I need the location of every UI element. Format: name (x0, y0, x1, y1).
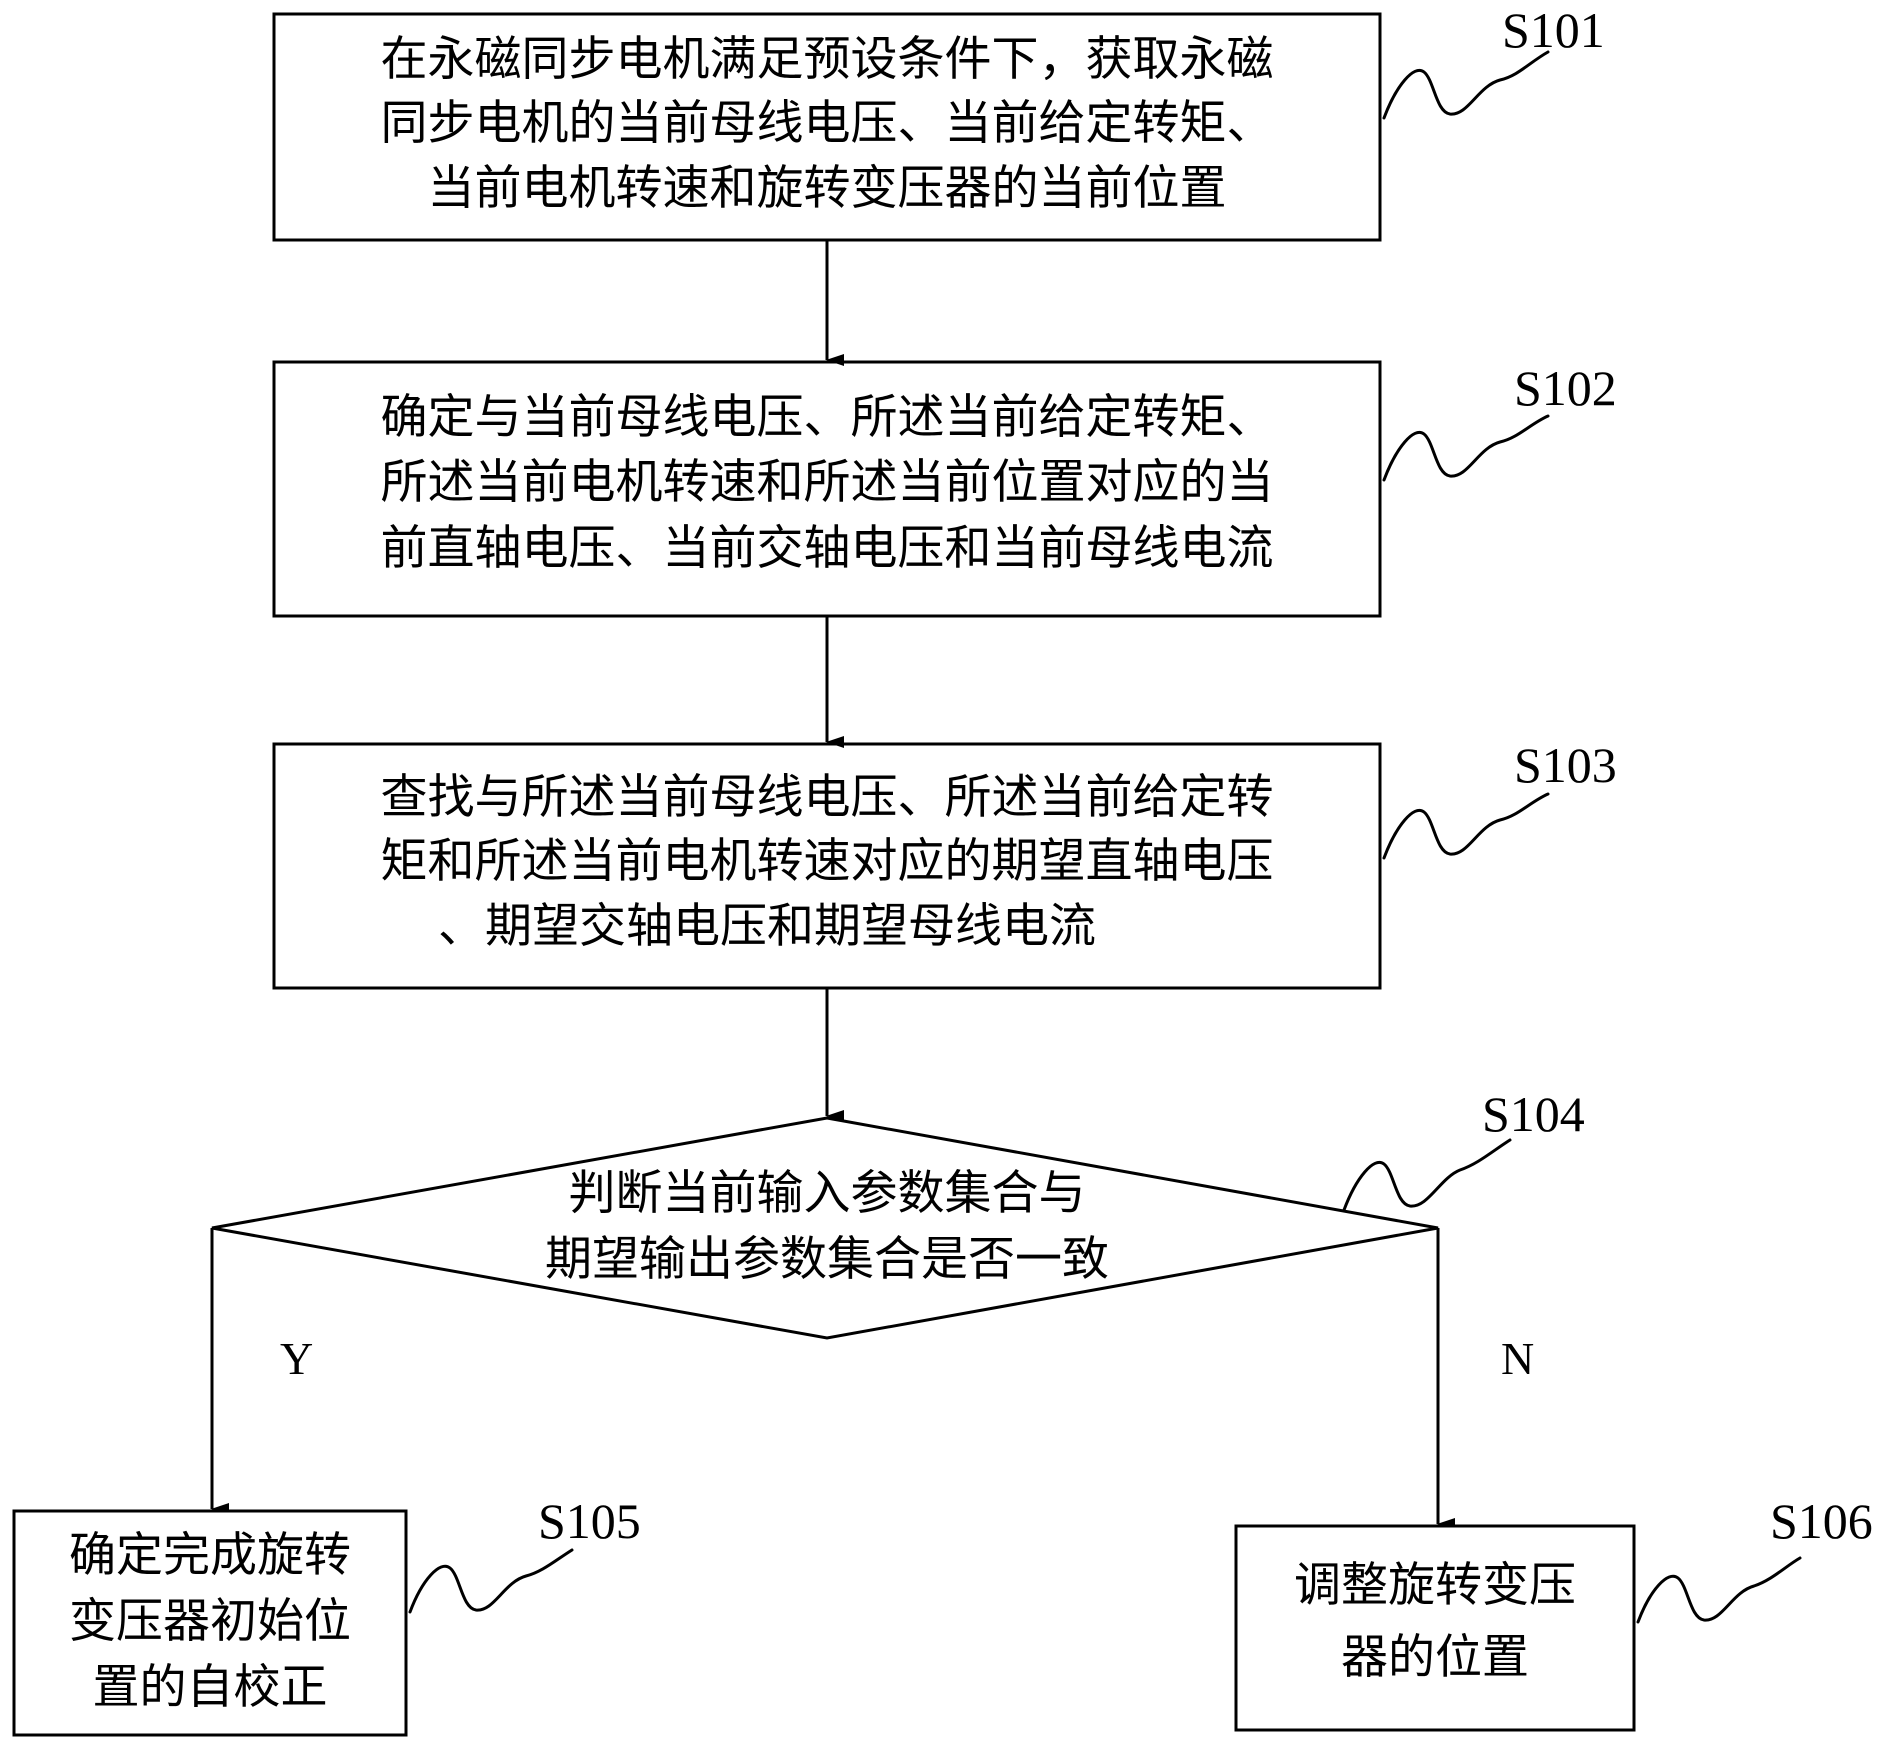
step-s106-line-1: 调整旋转变压 (1294, 1558, 1576, 1613)
branch-no-label: N (1501, 1333, 1534, 1384)
step-s101-label-connector (1382, 50, 1550, 120)
step-s105-line-3: 置的自校正 (93, 1660, 328, 1715)
step-s103-line-2: 矩和所述当前电机转速对应的期望直轴电压 (381, 834, 1274, 889)
step-s101-label: S101 (1502, 2, 1605, 58)
step-s104-line-1: 判断当前输入参数集合与 (569, 1166, 1086, 1221)
step-s102-line-2: 所述当前电机转速和所述当前位置对应的当 (381, 455, 1274, 510)
step-s102-line-1: 确定与当前母线电压、所述当前给定转矩、 (381, 390, 1274, 445)
step-s101-line-2: 同步电机的当前母线电压、当前给定转矩、 (381, 96, 1274, 151)
step-s105: 确定完成旋转 变压器初始位 置的自校正 (12, 1509, 408, 1737)
step-s106-line-2: 器的位置 (1341, 1630, 1529, 1685)
step-s105-line-1: 确定完成旋转 (69, 1528, 351, 1583)
step-s103: 查找与所述当前母线电压、所述当前给定转 矩和所述当前电机转速对应的期望直轴电压 … (272, 742, 1382, 990)
step-s102-label: S102 (1514, 360, 1617, 416)
step-s101: 在永磁同步电机满足预设条件下，获取永磁 同步电机的当前母线电压、当前给定转矩、 … (272, 12, 1382, 242)
branch-yes-label: Y (280, 1333, 313, 1384)
step-s106-label: S106 (1770, 1493, 1873, 1549)
step-s103-label-connector (1382, 792, 1550, 860)
step-s104-line-2: 期望输出参数集合是否一致 (545, 1232, 1109, 1287)
step-s105-box (12, 1509, 408, 1737)
step-s102-line-3: 前直轴电压、当前交轴电压和当前母线电流 (381, 521, 1274, 576)
step-s104-label-connector (1342, 1138, 1512, 1212)
step-s103-line-3: 、期望交轴电压和期望母线电流 (438, 899, 1096, 954)
step-s102: 确定与当前母线电压、所述当前给定转矩、 所述当前电机转速和所述当前位置对应的当 … (272, 360, 1382, 618)
step-s103-label: S103 (1514, 737, 1617, 793)
step-s102-box (272, 360, 1382, 618)
step-s101-line-3: 当前电机转速和旋转变压器的当前位置 (428, 161, 1227, 216)
step-s105-label: S105 (538, 1493, 641, 1549)
step-s102-label-connector (1382, 414, 1550, 482)
step-s104-label: S104 (1482, 1086, 1585, 1142)
step-s104: 判断当前输入参数集合与 期望输出参数集合是否一致 (211, 1116, 1439, 1340)
step-s104-diamond (211, 1116, 1439, 1340)
step-s101-line-1: 在永磁同步电机满足预设条件下，获取永磁 (381, 32, 1274, 87)
step-s101-box (272, 12, 1382, 242)
step-s106-label-connector (1636, 1556, 1802, 1624)
step-s106: 调整旋转变压 器的位置 (1234, 1524, 1636, 1732)
step-s105-line-2: 变压器初始位 (69, 1594, 351, 1649)
step-s103-line-1: 查找与所述当前母线电压、所述当前给定转 (381, 770, 1274, 825)
step-s106-box (1234, 1524, 1636, 1732)
step-s105-label-connector (408, 1548, 574, 1614)
